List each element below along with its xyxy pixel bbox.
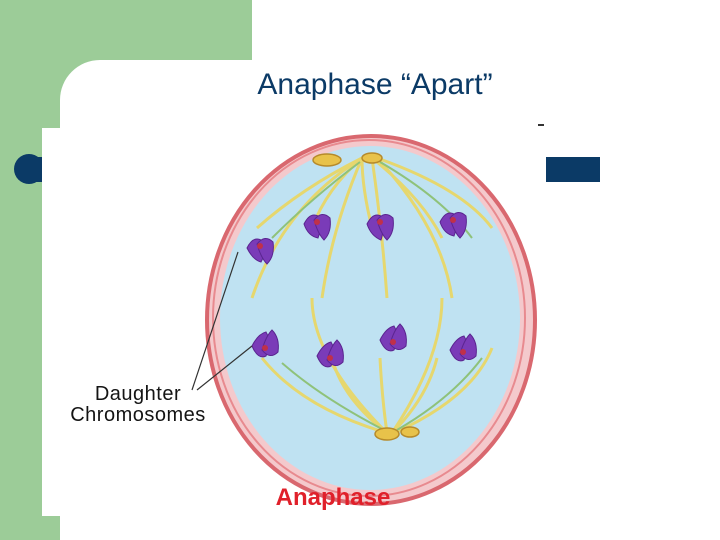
- title-dash: [538, 124, 544, 126]
- cell-membrane-inner: [212, 139, 526, 497]
- chromosome: [366, 214, 394, 241]
- chromosome: [251, 329, 279, 358]
- chromosomes-bottom: [251, 323, 477, 368]
- cytoplasm: [220, 146, 520, 490]
- stage-label: Anaphase: [275, 484, 391, 511]
- slide-title: Anaphase “Apart”: [257, 68, 493, 101]
- label-pointer-lines: [191, 251, 253, 391]
- daughter-chromosomes-label: Daughter Chromosomes: [40, 384, 236, 426]
- chromosome: [246, 238, 274, 265]
- centrosome-bottom: [374, 426, 420, 441]
- chromosome: [316, 339, 344, 368]
- green-left-strip: [0, 130, 42, 516]
- label-line-daughter: Daughter: [94, 383, 182, 405]
- chromosomes-top: [246, 212, 467, 265]
- anaphase-cell-illustration: [42, 128, 546, 516]
- spindle-fibers-top: [250, 156, 494, 299]
- chromosome: [303, 214, 331, 241]
- chromosome: [379, 323, 407, 352]
- chromosome: [449, 333, 477, 362]
- chromosome: [439, 212, 467, 239]
- label-line-chromosomes: Chromosomes: [70, 404, 206, 426]
- centrosome-top: [312, 152, 383, 167]
